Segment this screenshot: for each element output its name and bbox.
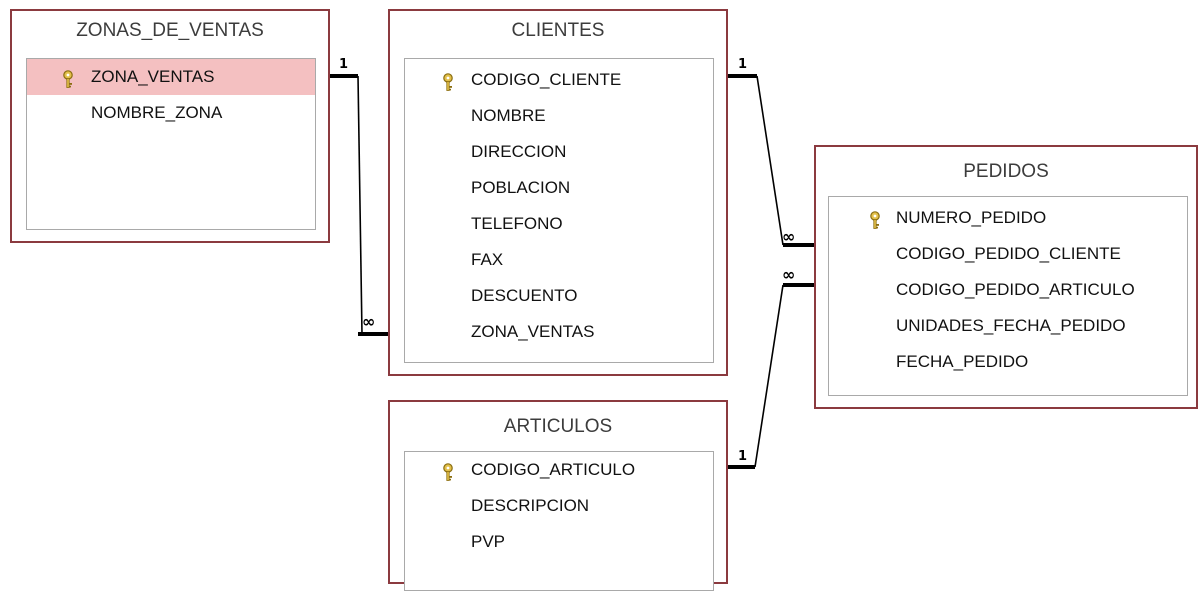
field-name: UNIDADES_FECHA_PEDIDO — [896, 316, 1126, 335]
field-row-zona-ventas[interactable]: ZONA_VENTAS — [405, 314, 713, 350]
relationship-zonas-clientes — [329, 74, 389, 336]
field-row-nombre[interactable]: NOMBRE — [405, 98, 713, 134]
table-zonas-de-ventas[interactable]: ZONAS_DE_VENTAS ZONA_VENTAS NOMBRE_ZONA — [10, 9, 330, 243]
table-clientes[interactable]: CLIENTES CODIGO_CLIENTE NOMBRE DIRECCION… — [388, 9, 728, 376]
field-row-descuento[interactable]: DESCUENTO — [405, 278, 713, 314]
field-name: NOMBRE — [471, 106, 546, 125]
field-row-numero-pedido[interactable]: NUMERO_PEDIDO — [829, 200, 1187, 236]
field-row-poblacion[interactable]: POBLACION — [405, 170, 713, 206]
table-pedidos[interactable]: PEDIDOS NUMERO_PEDIDO CODIGO_PEDIDO_CLIE… — [814, 145, 1198, 409]
field-row-fax[interactable]: FAX — [405, 242, 713, 278]
field-name: ZONA_VENTAS — [91, 67, 215, 86]
cardinality-many-clientes: ∞ — [362, 312, 375, 331]
relationship-clientes-pedidos — [727, 74, 815, 247]
field-row-unidades-fecha-pedido[interactable]: UNIDADES_FECHA_PEDIDO — [829, 308, 1187, 344]
relationship-articulos-pedidos — [727, 283, 815, 469]
cardinality-one-zonas: 1 — [339, 57, 348, 72]
field-name: TELEFONO — [471, 214, 563, 233]
table-title: ZONAS_DE_VENTAS — [76, 20, 264, 41]
field-row-codigo-pedido-cliente[interactable]: CODIGO_PEDIDO_CLIENTE — [829, 236, 1187, 272]
cardinality-many-pedidos-articulos: ∞ — [782, 265, 795, 284]
field-name: DESCRIPCION — [471, 496, 590, 515]
key-icon — [61, 67, 75, 88]
field-name: POBLACION — [471, 178, 571, 197]
field-name: FAX — [471, 250, 504, 269]
field-row-zona-ventas[interactable]: ZONA_VENTAS — [27, 59, 315, 95]
field-list[interactable]: NUMERO_PEDIDO CODIGO_PEDIDO_CLIENTE CODI… — [828, 196, 1188, 396]
field-row-descripcion[interactable]: DESCRIPCION — [405, 488, 713, 524]
field-row-nombre-zona[interactable]: NOMBRE_ZONA — [27, 95, 315, 131]
field-row-fecha-pedido[interactable]: FECHA_PEDIDO — [829, 344, 1187, 380]
field-name: FECHA_PEDIDO — [896, 352, 1029, 371]
key-icon — [441, 70, 455, 91]
field-row-codigo-pedido-articulo[interactable]: CODIGO_PEDIDO_ARTICULO — [829, 272, 1187, 308]
field-name: ZONA_VENTAS — [471, 322, 595, 341]
table-articulos[interactable]: ARTICULOS CODIGO_ARTICULO DESCRIPCION PV… — [388, 400, 728, 591]
table-title: PEDIDOS — [963, 161, 1049, 182]
key-icon — [868, 208, 882, 229]
field-row-direccion[interactable]: DIRECCION — [405, 134, 713, 170]
key-icon — [441, 460, 455, 481]
field-row-telefono[interactable]: TELEFONO — [405, 206, 713, 242]
field-list[interactable]: CODIGO_CLIENTE NOMBRE DIRECCION POBLACIO… — [404, 58, 714, 363]
field-name: CODIGO_ARTICULO — [471, 460, 636, 479]
field-name: CODIGO_PEDIDO_ARTICULO — [896, 280, 1135, 299]
field-name: PVP — [471, 532, 506, 551]
table-title: CLIENTES — [511, 20, 605, 41]
field-name: CODIGO_CLIENTE — [471, 70, 622, 89]
table-title: ARTICULOS — [503, 416, 613, 437]
field-name: NOMBRE_ZONA — [91, 103, 223, 122]
cardinality-one-articulos: 1 — [738, 449, 747, 464]
cardinality-many-pedidos-clientes: ∞ — [782, 227, 795, 246]
field-list[interactable]: CODIGO_ARTICULO DESCRIPCION PVP — [404, 451, 714, 591]
field-name: NUMERO_PEDIDO — [896, 208, 1047, 227]
field-name: DIRECCION — [471, 142, 567, 161]
field-row-codigo-articulo[interactable]: CODIGO_ARTICULO — [405, 452, 713, 488]
field-name: CODIGO_PEDIDO_CLIENTE — [896, 244, 1121, 263]
cardinality-one-clientes: 1 — [738, 57, 747, 72]
field-row-pvp[interactable]: PVP — [405, 524, 713, 560]
field-list[interactable]: ZONA_VENTAS NOMBRE_ZONA — [26, 58, 316, 230]
field-row-codigo-cliente[interactable]: CODIGO_CLIENTE — [405, 62, 713, 98]
field-name: DESCUENTO — [471, 286, 578, 305]
